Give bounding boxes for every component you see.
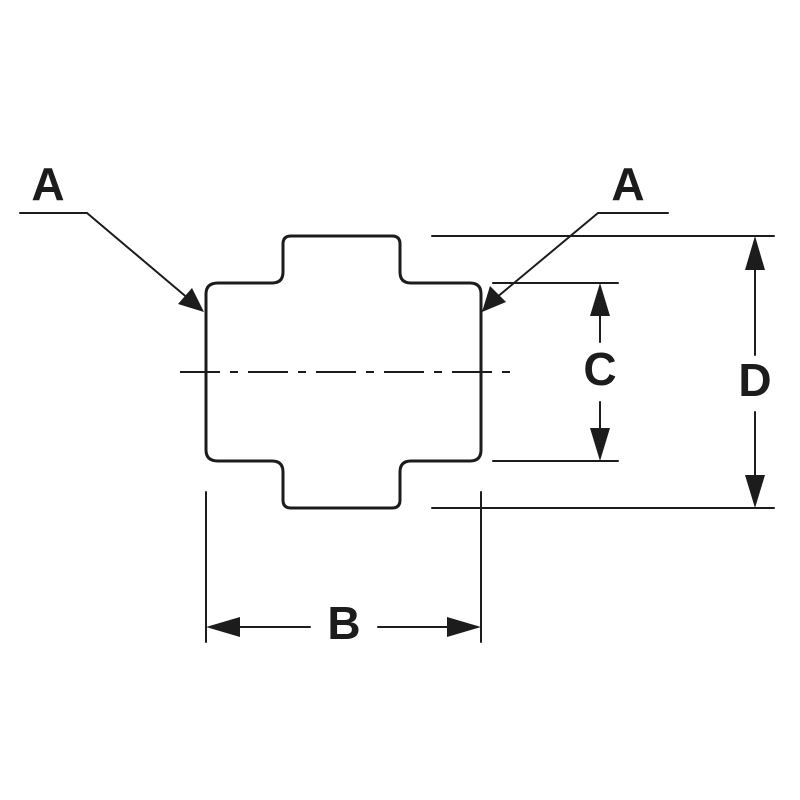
leader-a-right: [482, 212, 669, 312]
leader-a-left: [19, 212, 204, 312]
label-d: D: [738, 354, 771, 406]
dimension-d: [431, 235, 775, 509]
dimension-c: [492, 282, 619, 462]
label-c: C: [583, 343, 616, 395]
fitting-outline: [204, 234, 483, 510]
dimension-b: [205, 491, 482, 643]
label-a-left: A: [31, 158, 64, 210]
label-b: B: [327, 597, 360, 649]
label-a-right: A: [611, 158, 644, 210]
